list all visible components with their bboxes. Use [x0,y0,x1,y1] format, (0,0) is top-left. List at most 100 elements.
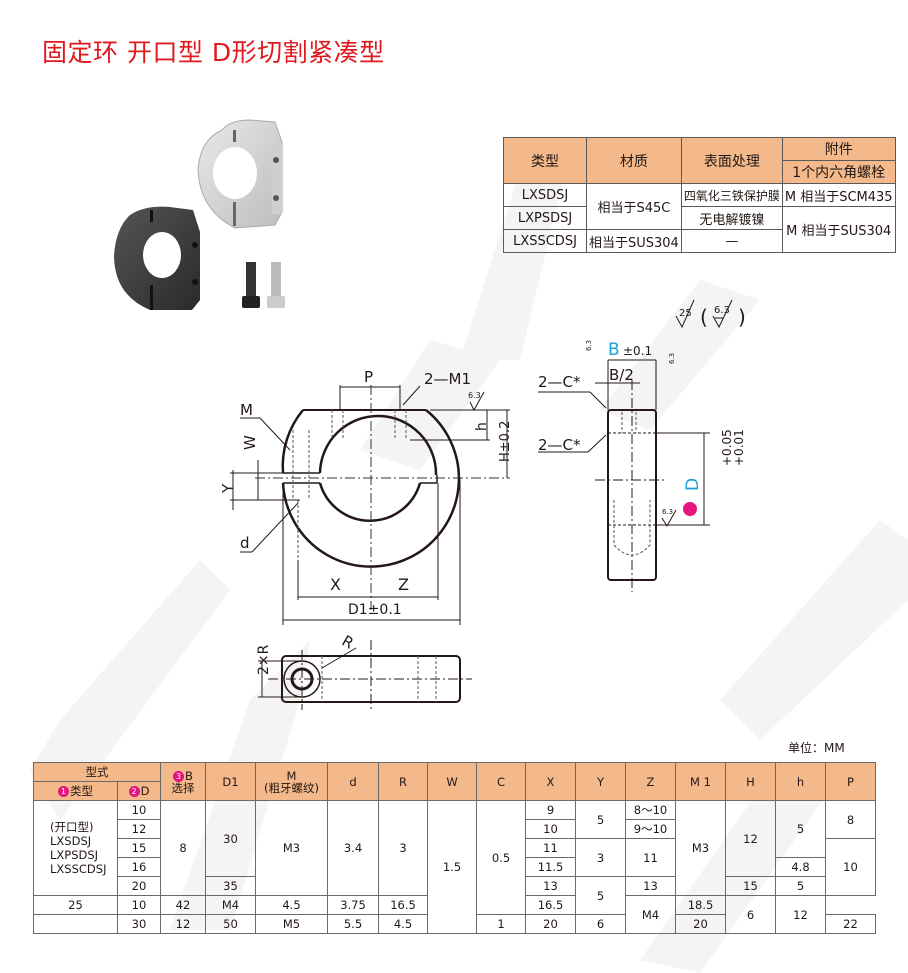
unit-label: 单位：MM [788,741,845,755]
svg-text:D1±0.1: D1±0.1 [348,602,402,618]
front-view: P 2—M1 6.3 h H±0.2 M W Y d X Z D1±0.1 [219,368,513,625]
cell-X: 10 [525,819,576,839]
cell-h: 5 [775,800,826,858]
svg-text:B: B [608,340,620,360]
cell-X: 20 [525,914,576,934]
header-M: M(粗牙螺纹) [255,762,328,801]
svg-text:6.3: 6.3 [468,391,481,400]
svg-text:(: ( [700,305,708,329]
type-cell: LXSDSJ [503,183,587,207]
cell-D1: 50 [205,914,256,934]
svg-text:+0.01: +0.01 [732,429,746,466]
cell-D: 12 [117,819,161,839]
material-cell: 相当于S45C [586,183,682,230]
svg-text:B/2: B/2 [609,366,634,384]
cell-C: 1 [476,914,526,934]
header-C: C [476,762,526,801]
cell-d: 5.5 [327,914,379,934]
cell-X: 11 [525,838,576,858]
svg-text:Y: Y [219,483,237,494]
svg-text:H±0.2: H±0.2 [498,421,513,462]
cell-D: 30 [117,914,161,934]
cell-P: 8 [825,800,876,839]
accessory-cell: M 相当于SUS304 [781,206,896,253]
cell-Z: 13 [625,876,676,896]
roughness-symbol: 25 ( 6.3 ) [675,299,746,329]
bottom-view: R 2×R [256,632,472,712]
cell-M1: M4 [625,895,676,934]
cell-M1: M3 [675,800,726,896]
cell-D: 25 [33,895,118,915]
material-cell: 相当于SUS304 [586,229,682,253]
cell-Z: 20 [675,914,726,934]
svg-text:2—M1: 2—M1 [424,370,471,388]
svg-text:Z: Z [398,575,409,594]
cell-Y: 5 [575,876,626,915]
header-W: W [427,762,477,801]
cell-D1: 35 [205,876,256,896]
svg-text:2—C*: 2—C* [538,373,581,391]
cell-X: 9 [525,800,576,820]
cell-P: 12 [775,895,826,934]
svg-text:W: W [241,435,259,450]
header-d: d [327,762,379,801]
svg-text:2—C*: 2—C* [538,436,581,454]
cell-h: 5 [775,876,826,896]
cell-H: 12 [725,800,776,877]
header-surface: 表面处理 [680,137,783,184]
surface-cell: 四氧化三铁保护膜 [680,183,783,207]
badge-3: 3 [173,770,185,782]
cell-D: 20 [117,876,161,896]
cell-Z: 16.5 [525,895,576,915]
cell-X: 13 [525,876,576,896]
header-accessory-sub: 1个内六角螺栓 [781,160,896,184]
cell-Z: 8～10 [625,800,676,820]
svg-text:+0.05: +0.05 [720,429,734,466]
svg-text:M: M [240,401,253,419]
badge-1: 1 [58,786,69,797]
cell-D: 15 [117,838,161,858]
svg-text:6.3: 6.3 [662,508,673,516]
svg-text:X: X [330,575,341,594]
cell-B: 12 [160,914,206,934]
header-R: R [378,762,428,801]
cell-Z: 9～10 [625,819,676,839]
header-Z: Z [625,762,676,801]
cell-C: 0.5 [476,800,526,915]
cell-B: 10 [117,895,161,915]
cell-d: 4.5 [255,895,328,915]
svg-text:2×R: 2×R [256,644,272,675]
cell-M: M5 [255,914,328,934]
header-h: h [775,762,826,801]
header-type: 类型 [503,137,587,184]
svg-text:P: P [364,368,373,386]
cell-H: 22 [825,914,876,934]
surface-cell: — [680,229,783,253]
cell-h: 4.8 [775,857,826,877]
svg-text:25: 25 [679,308,692,319]
cell-d: 3.4 [327,800,379,896]
cell-M: M4 [205,895,256,915]
product-photo [114,119,285,310]
cell-R: 4.5 [378,914,428,934]
cell-Y: 6 [575,914,626,934]
header-P: P [825,762,876,801]
svg-text:6.3: 6.3 [714,305,730,316]
cell-R: 3.75 [327,895,379,915]
header-Y: Y [575,762,626,801]
header-M1: M 1 [675,762,726,801]
cell-Z: 11 [625,838,676,877]
cell-B: 8 [160,800,206,896]
cell-H: 15 [725,876,776,896]
cell-Y: 5 [575,800,626,839]
header-H: H [725,762,776,801]
header-accessory: 附件 [781,137,896,161]
cell-P: 10 [825,838,876,896]
cell-D1: 42 [160,895,206,915]
cell-h: 6 [725,895,776,934]
